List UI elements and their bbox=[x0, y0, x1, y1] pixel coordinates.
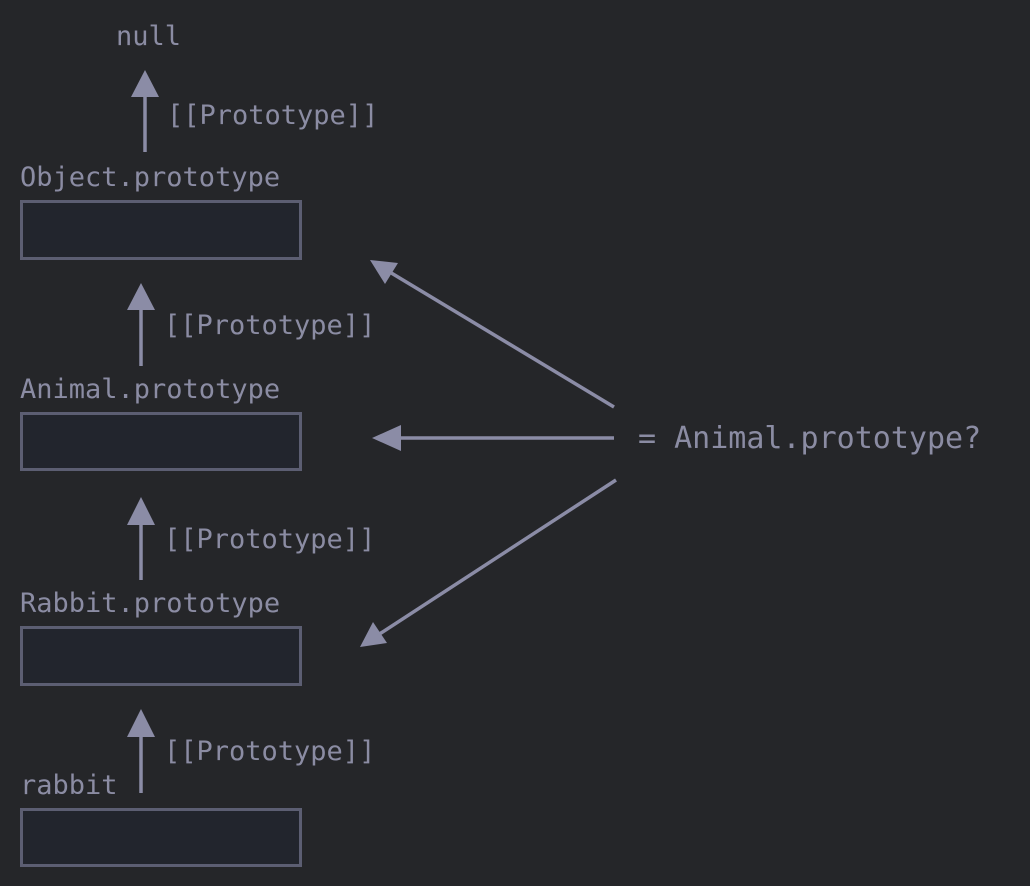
rabbit-box bbox=[20, 808, 302, 867]
question-label: = Animal.prototype? bbox=[638, 421, 981, 456]
prototype-arrow-3 bbox=[127, 497, 155, 580]
object-prototype-box bbox=[20, 200, 302, 260]
prototype-edge-label: [[Prototype]] bbox=[164, 310, 375, 341]
prototype-arrow-2 bbox=[127, 283, 155, 366]
pointer-arrow-to-rabbit-prototype bbox=[360, 478, 617, 647]
prototype-arrow-1 bbox=[131, 70, 159, 152]
object-prototype-label: Object.prototype bbox=[20, 162, 280, 193]
null-label: null bbox=[116, 21, 181, 52]
prototype-arrow-4 bbox=[127, 709, 155, 793]
rabbit-prototype-box bbox=[20, 626, 302, 686]
rabbit-prototype-label: Rabbit.prototype bbox=[20, 588, 280, 619]
animal-prototype-box bbox=[20, 412, 302, 471]
prototype-edge-label: [[Prototype]] bbox=[167, 100, 378, 131]
prototype-edge-label: [[Prototype]] bbox=[164, 736, 375, 767]
rabbit-label: rabbit bbox=[20, 770, 118, 801]
pointer-arrow-to-animal-prototype bbox=[372, 425, 614, 451]
pointer-arrow-to-object-prototype bbox=[370, 260, 615, 409]
prototype-edge-label: [[Prototype]] bbox=[164, 524, 375, 555]
animal-prototype-label: Animal.prototype bbox=[20, 374, 280, 405]
